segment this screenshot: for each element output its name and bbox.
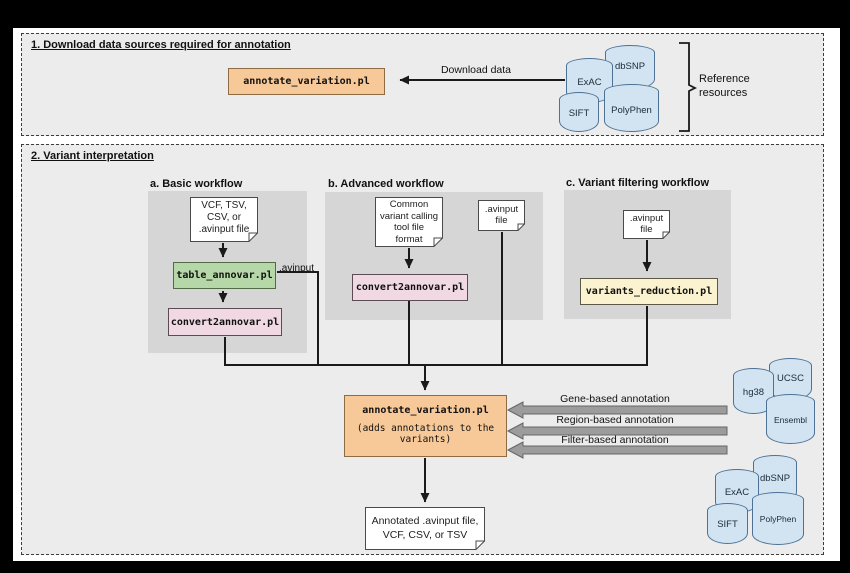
document-shape: [365, 507, 485, 550]
document-fold: [475, 540, 485, 550]
filter-annotation-block-arrow: [506, 441, 728, 459]
doc-line: file: [495, 215, 508, 226]
doc-line: .avinput: [629, 213, 664, 224]
cylinder-body: [559, 99, 599, 132]
database-cylinder-sift: SIFT: [559, 92, 599, 132]
doc-line: .avinput: [484, 204, 519, 215]
db-label: hg38: [742, 387, 765, 398]
doc-line: VCF, CSV, or TSV: [382, 529, 468, 541]
table-annovar-box: table_annovar.pl: [173, 262, 276, 289]
doc-line: format: [395, 233, 423, 245]
input-document-basic: VCF, TSV, CSV, or .avinput file: [190, 197, 258, 242]
region-annotation-label: Region-based annotation: [556, 414, 674, 426]
avinput-document-advanced: .avinput file: [478, 200, 525, 231]
database-cylinder-polyphen: PolyPhen: [604, 84, 659, 132]
db-label: dbSNP: [614, 61, 646, 72]
db-label: Ensembl: [773, 415, 808, 425]
db-label: SIFT: [717, 519, 738, 530]
avinput-edge-label: .avinput: [279, 263, 315, 274]
variants-reduction-box: variants_reduction.pl: [580, 278, 718, 305]
cylinder-body: [752, 499, 804, 545]
section2-title: 2. Variant interpretation: [31, 150, 154, 162]
document-fold: [517, 223, 525, 231]
database-cylinder-ensembl: Ensembl: [766, 394, 815, 444]
convert2annovar-box-a: convert2annovar.pl: [168, 308, 282, 336]
doc-line: variant calling: [379, 210, 439, 222]
db-label: ExAC: [724, 487, 750, 498]
convert2annovar-box-b: convert2annovar.pl: [352, 274, 468, 301]
db-label: UCSC: [777, 373, 804, 384]
region-annotation-block-arrow: [506, 422, 728, 440]
document-shape: [375, 197, 443, 247]
database-cylinder-sift-filter: SIFT: [707, 503, 748, 544]
document-shape: [623, 210, 670, 239]
annotate-variation-box-download: annotate_variation.pl: [228, 68, 385, 95]
annotate-variation-box-main: annotate_variation.pl (adds annotations …: [344, 395, 507, 457]
doc-line: tool file: [393, 222, 425, 233]
edge-avinput-line: [277, 271, 319, 365]
input-document-advanced: Common variant calling tool file format: [375, 197, 443, 247]
cylinder-body: [707, 510, 748, 544]
db-label: dbSNP: [759, 473, 791, 484]
gene-annotation-block-arrow: [506, 401, 728, 419]
document-fold: [433, 237, 443, 247]
annotate-tool-name: annotate_variation.pl: [362, 405, 489, 416]
db-label: ExAC: [577, 77, 602, 88]
db-label: PolyPhen: [611, 105, 652, 116]
doc-line: CSV, or: [206, 212, 242, 223]
document-fold: [248, 232, 258, 242]
filtering-workflow-heading: c. Variant filtering workflow: [566, 177, 710, 189]
advanced-workflow-heading: b. Advanced workflow: [328, 178, 444, 190]
doc-line: Common: [389, 199, 429, 210]
section1-title: 1. Download data sources required for an…: [31, 39, 291, 51]
doc-line: Annotated .avinput file,: [371, 515, 479, 527]
doc-line: file: [640, 224, 653, 235]
document-shape: [478, 200, 525, 231]
document-shape: [190, 197, 258, 242]
cylinder-body: [766, 401, 815, 444]
output-document: Annotated .avinput file, VCF, CSV, or TS…: [365, 507, 485, 550]
gene-annotation-label: Gene-based annotation: [560, 393, 670, 405]
section-download-data: [21, 33, 824, 136]
cylinder-body: [604, 91, 659, 132]
db-label: PolyPhen: [759, 514, 797, 524]
db-label: SIFT: [568, 108, 590, 119]
reference-resources-bracket: [679, 42, 698, 132]
filter-annotation-label: Filter-based annotation: [561, 434, 669, 446]
reference-resources-label: Reference resources: [699, 73, 750, 99]
avinput-document-filtering: .avinput file: [623, 210, 670, 239]
doc-line: .avinput file: [198, 224, 250, 235]
annotate-subtitle-line1: (adds annotations to the: [356, 423, 495, 434]
document-fold: [662, 231, 670, 239]
annotate-subtitle-line2: variants): [399, 433, 452, 445]
doc-line: VCF, TSV,: [201, 200, 247, 211]
download-data-label: Download data: [440, 64, 512, 76]
database-cylinder-polyphen-filter: PolyPhen: [752, 492, 804, 545]
basic-workflow-heading: a. Basic workflow: [150, 178, 243, 190]
